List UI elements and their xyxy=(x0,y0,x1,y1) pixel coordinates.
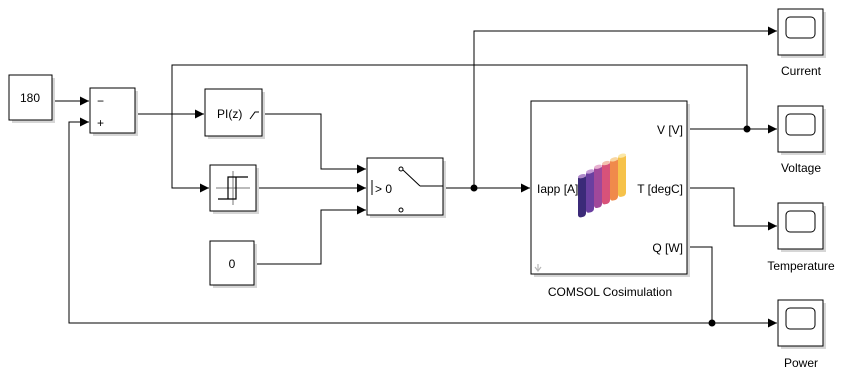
constant-180-value: 180 xyxy=(20,91,40,105)
scope-current[interactable] xyxy=(777,8,826,58)
wire-t-to-temperature-scope xyxy=(688,187,777,231)
battery-pack-icon xyxy=(578,153,626,218)
scope-power-label: Power xyxy=(784,356,818,370)
relay-block[interactable] xyxy=(209,164,259,214)
pi-controller-block[interactable]: PI(z) xyxy=(204,88,265,139)
scope-voltage[interactable] xyxy=(777,105,826,155)
sum-sign-plus: + xyxy=(97,116,104,130)
saturation-icon xyxy=(249,111,259,120)
scope-temperature-label: Temperature xyxy=(767,259,835,273)
switch-block[interactable]: > 0 xyxy=(366,157,446,218)
constant-0-value: 0 xyxy=(229,257,236,271)
scope-temperature[interactable] xyxy=(777,202,826,252)
port-heat: Q [W] xyxy=(652,241,683,255)
wire-pi-to-switch xyxy=(264,113,366,174)
wire-const0-to-switch xyxy=(257,205,366,265)
constant-0-block[interactable]: 0 xyxy=(209,240,257,288)
junction-dot-current xyxy=(470,184,478,192)
port-iapp: Iapp [A] xyxy=(537,182,578,196)
comsol-cosimulation-label: COMSOL Cosimulation xyxy=(548,285,672,299)
port-voltage: V [V] xyxy=(657,123,683,137)
switch-threshold-label: > 0 xyxy=(375,182,392,196)
wire-voltage-feedback-to-relay xyxy=(171,64,748,193)
sum-sign-minus: − xyxy=(97,94,104,108)
scope-screen-icon xyxy=(785,16,816,39)
link-arrow-icon xyxy=(534,264,542,272)
scope-power[interactable] xyxy=(777,299,826,349)
scope-screen-icon xyxy=(785,210,816,233)
wire-power-feedback-to-sum xyxy=(68,117,712,324)
pi-controller-label: PI(z) xyxy=(217,107,242,121)
sum-block[interactable]: − + xyxy=(89,87,138,136)
signal-lines xyxy=(53,26,777,328)
comsol-cosimulation-block[interactable]: Iapp [A] V [V] T [degC] Q [W] xyxy=(530,100,690,277)
scope-voltage-label: Voltage xyxy=(781,161,821,175)
constant-180-block[interactable]: 180 xyxy=(8,74,55,123)
wire-q-to-power-scope xyxy=(688,246,777,328)
port-temperature: T [degC] xyxy=(637,182,683,196)
scope-current-label: Current xyxy=(781,64,822,78)
hysteresis-icon xyxy=(216,171,250,205)
scope-screen-icon xyxy=(785,307,816,330)
wire-to-current-scope xyxy=(473,26,777,188)
junction-dot-voltage xyxy=(743,125,751,133)
junction-dot-power xyxy=(708,319,716,327)
switch-icon xyxy=(371,166,443,213)
scope-screen-icon xyxy=(785,113,816,136)
